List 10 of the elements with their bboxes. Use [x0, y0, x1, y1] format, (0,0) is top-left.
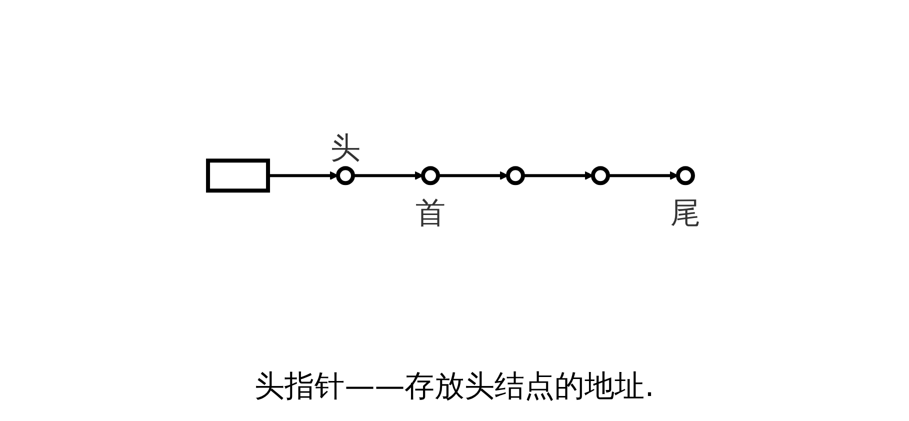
- pointer-box: [206, 158, 270, 192]
- node-annotation: 首: [416, 196, 446, 231]
- caption: 头指针——存放头结点的地址.: [254, 368, 654, 406]
- node-circle: [336, 166, 356, 185]
- node-circle: [506, 166, 526, 185]
- node-circle: [591, 166, 610, 185]
- node-circle: [421, 166, 440, 185]
- node-circle: [676, 166, 696, 185]
- node-annotation: 尾: [670, 196, 701, 231]
- node-annotation: 头: [330, 130, 361, 166]
